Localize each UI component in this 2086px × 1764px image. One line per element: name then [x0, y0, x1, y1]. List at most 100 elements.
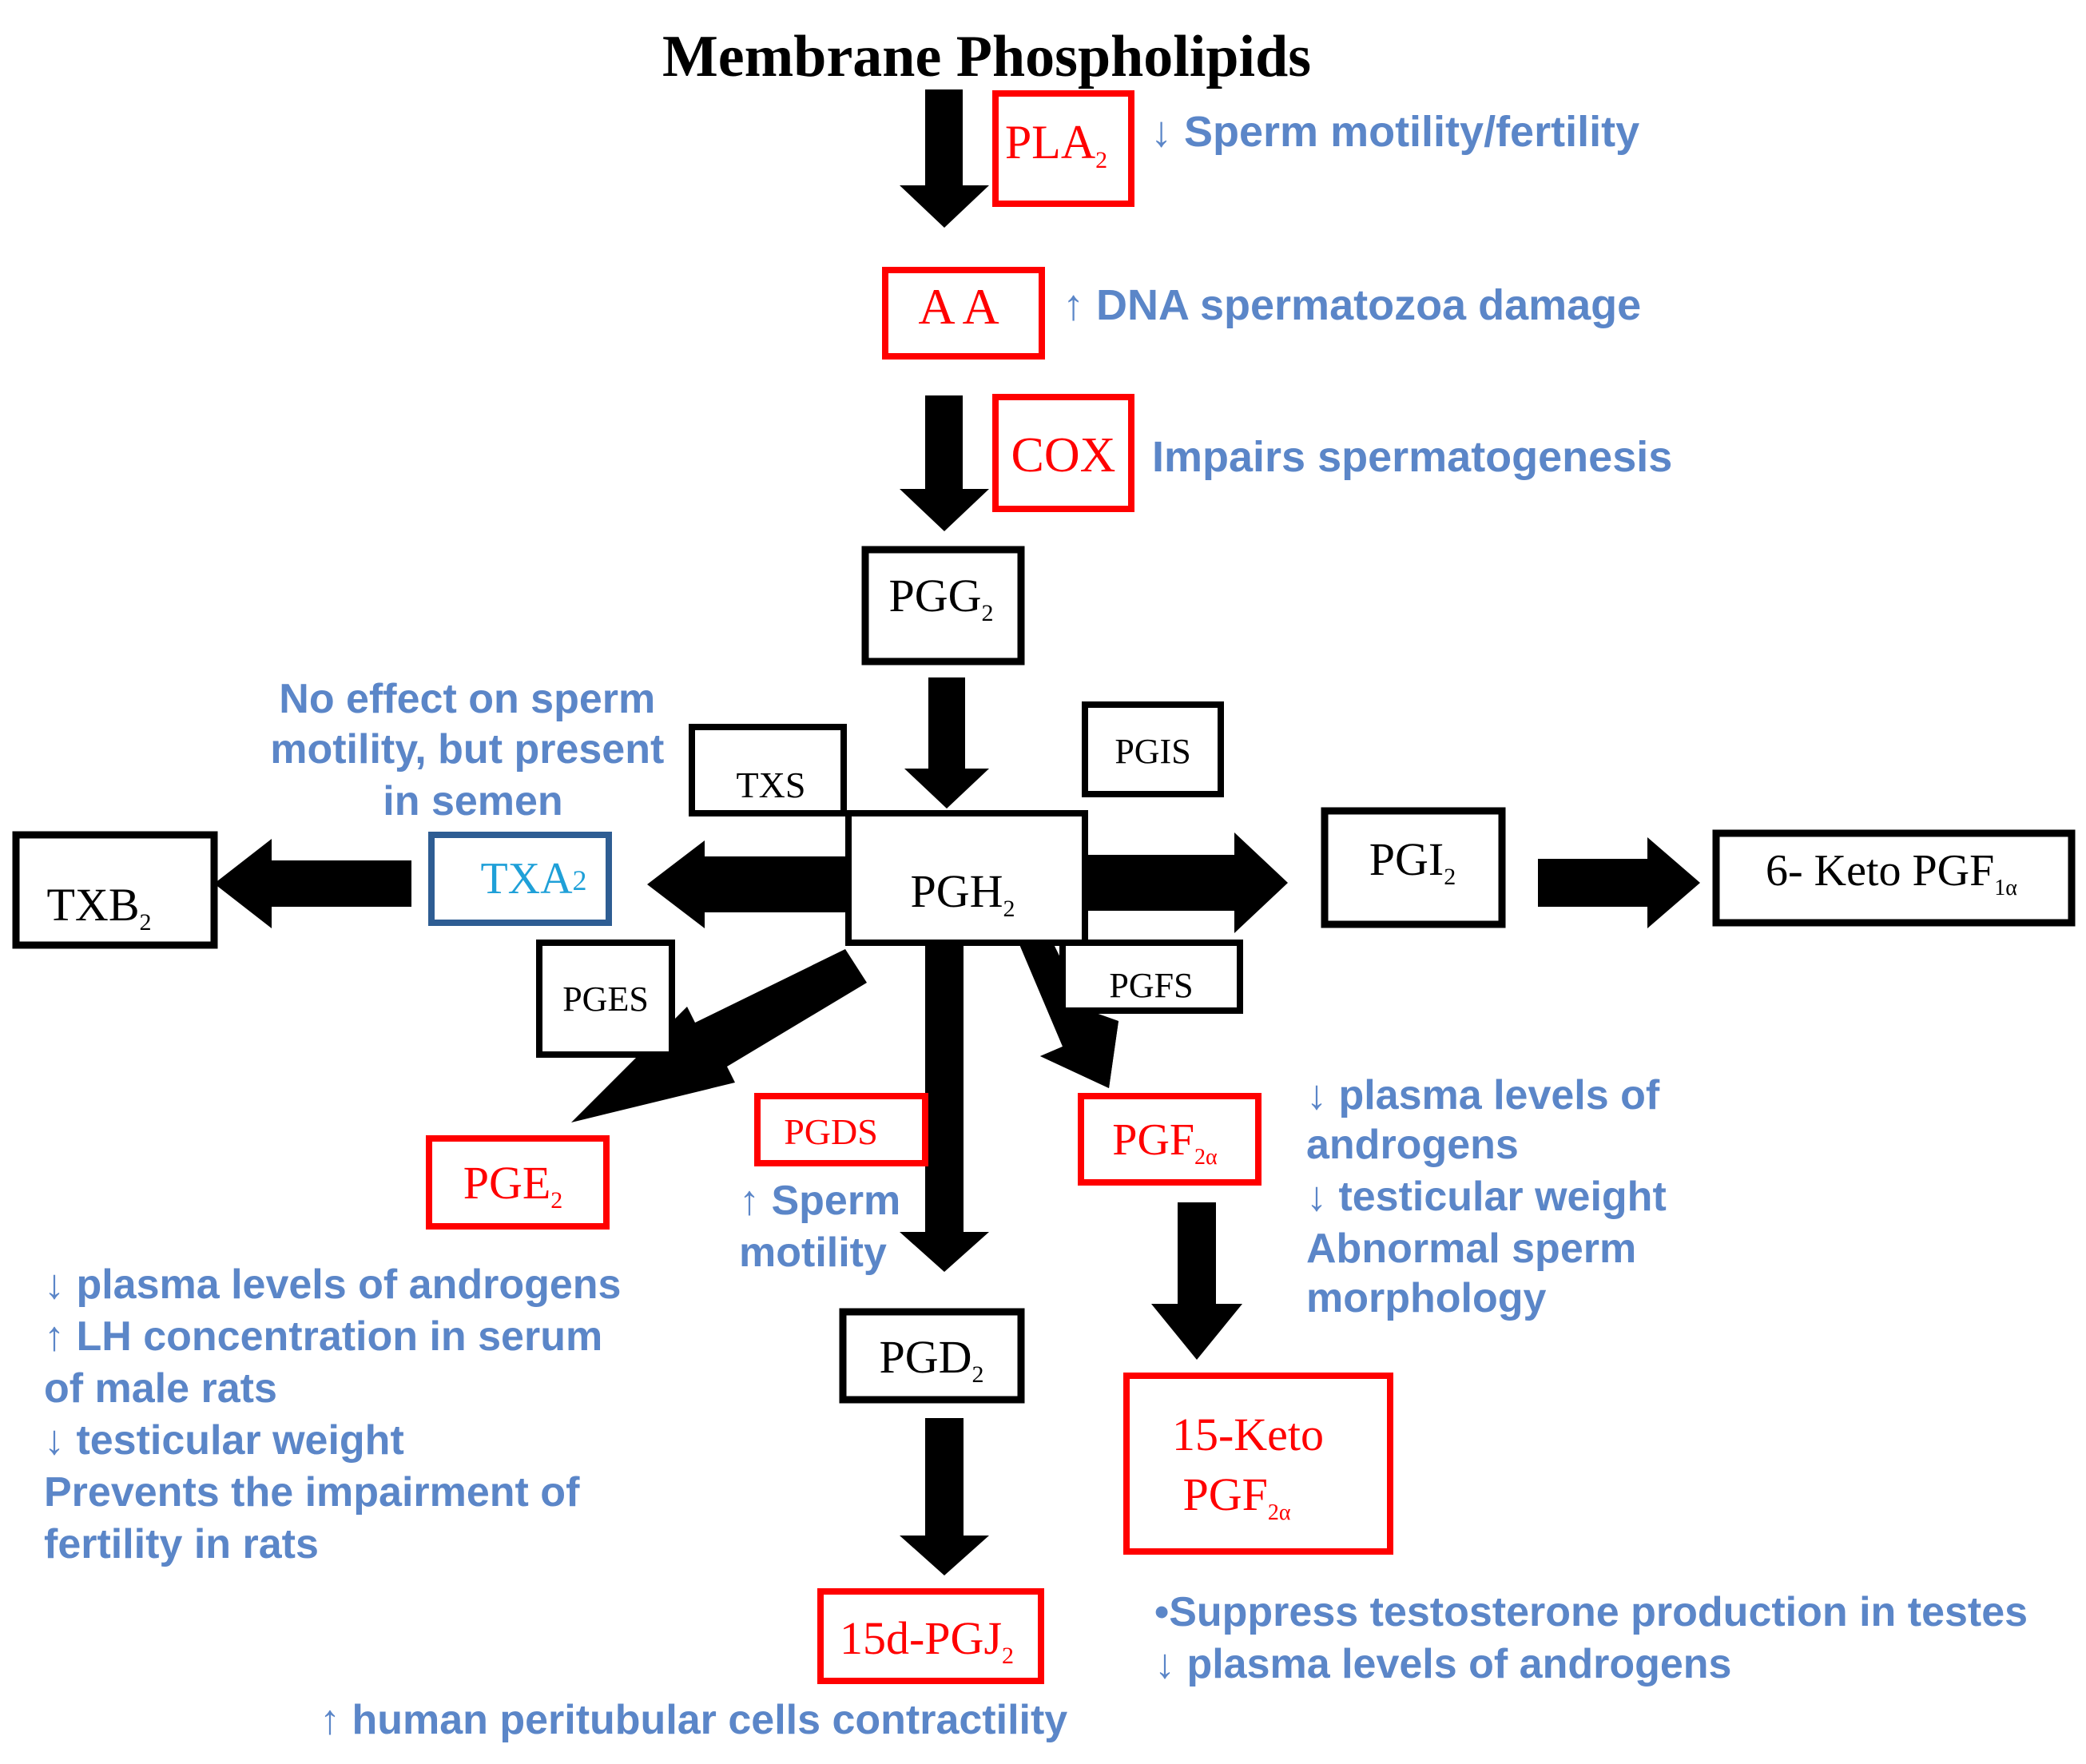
- node-txb2-subscript: 2: [140, 909, 152, 936]
- note-pge2-line2: ↑ LH concentration in serum: [44, 1313, 602, 1360]
- node-pla2-label: PLA: [1005, 116, 1095, 169]
- node-pgi2: PGI2: [1321, 807, 1506, 928]
- note-txa2-line2: motility, but present: [270, 726, 664, 773]
- note-pla2: ↓ Sperm motility/fertility: [1150, 108, 1639, 156]
- node-6-keto-pgf1a: 6- Keto PGF1α: [1712, 829, 2076, 927]
- svg-text:PGE2: PGE2: [463, 1157, 563, 1214]
- note-pgf2a-line1: ↓ plasma levels of: [1306, 1072, 1660, 1118]
- note-pgf2a-line5: morphology: [1306, 1275, 1547, 1321]
- note-pgds-line2: motility: [739, 1230, 887, 1276]
- node-pgd2-label: PGD: [879, 1331, 971, 1383]
- svg-text:PGI2: PGI2: [1369, 833, 1456, 890]
- arrow-pgi2-to-6keto: [1538, 837, 1700, 928]
- arrow-pgh2-to-txa2: [647, 840, 848, 928]
- note-pgds-line1: ↑ Sperm: [739, 1178, 900, 1224]
- node-pgg2-subscript: 2: [982, 600, 994, 626]
- svg-text:•Suppress testosterone product: •Suppress testosterone production in tes…: [1154, 1589, 2040, 1687]
- node-aa-label: A A: [918, 278, 999, 335]
- svg-text:↑ Sperm motility: ↑ Sperm motility: [739, 1178, 912, 1276]
- note-pge2-line3: of male rats: [44, 1365, 277, 1412]
- node-pgi2-label: PGI: [1369, 833, 1444, 885]
- node-pgis-label: PGIS: [1115, 732, 1190, 771]
- arrow-pgh2-to-pgf2a-head: [1040, 1008, 1118, 1088]
- node-pge2: PGE2: [426, 1135, 610, 1230]
- node-txs: TXS: [689, 724, 847, 816]
- node-txs-label: TXS: [737, 765, 806, 805]
- node-pgfs: PGFS: [1059, 940, 1243, 1014]
- diagram-title: Membrane Phospholipids: [662, 24, 1311, 89]
- arrow-pgh2-to-pgi2: [1085, 832, 1288, 933]
- node-pgf2a: PGF2α: [1078, 1093, 1262, 1186]
- node-txb2: TXB2: [12, 831, 218, 949]
- node-pla2-subscript: 2: [1095, 147, 1107, 173]
- note-pgf2a-line4: Abnormal sperm: [1306, 1226, 1636, 1272]
- svg-text:PGF2α: PGF2α: [1182, 1468, 1290, 1525]
- svg-text:PGG2: PGG2: [888, 570, 993, 626]
- svg-text:6- Keto PGF1α: 6- Keto PGF1α: [1766, 846, 2017, 900]
- node-pges-label: PGES: [562, 979, 649, 1019]
- node-15-keto-line2: PGF: [1182, 1468, 1267, 1520]
- svg-text:PGF2α: PGF2α: [1112, 1115, 1218, 1170]
- node-pgis: PGIS: [1082, 701, 1224, 797]
- node-15-keto-line1: 15-Keto: [1172, 1408, 1324, 1460]
- arrow-aa-to-pgg2: [900, 395, 989, 531]
- note-15keto-line2: ↓ plasma levels of androgens: [1154, 1641, 1731, 1687]
- note-pgf2a-line3: ↓ testicular weight: [1306, 1174, 1667, 1220]
- note-pge2-line6: fertility in rats: [44, 1521, 319, 1567]
- svg-text:TXA2: TXA2: [480, 854, 586, 904]
- arrow-pgh2-to-pgd2: [900, 943, 989, 1272]
- node-pgds: PGDS: [754, 1093, 928, 1166]
- node-15-keto-pgf2a: 15-Keto PGF2α: [1123, 1373, 1393, 1555]
- note-pge2-line5: Prevents the impairment of: [44, 1469, 580, 1516]
- node-txa2-label: TXA: [480, 854, 573, 904]
- arrow-pgf2a-to-15keto: [1151, 1202, 1242, 1360]
- svg-text:PGH2: PGH2: [910, 865, 1015, 922]
- note-txa2-line1: No effect on sperm: [279, 676, 655, 722]
- node-15d-pgj2-subscript: 2: [1002, 1643, 1014, 1669]
- node-pgfs-label: PGFS: [1109, 966, 1193, 1005]
- arrow-pgh2-to-pge2: [571, 949, 867, 1122]
- note-cox: Impairs spermatogenesis: [1152, 433, 1672, 481]
- node-pgg2-label: PGG: [888, 570, 981, 622]
- note-15keto-line1: •Suppress testosterone production in tes…: [1154, 1589, 2028, 1635]
- note-pge2-line1: ↓ plasma levels of androgens: [44, 1261, 621, 1308]
- svg-text:↓ plasma levels of androgens: ↓ plasma levels of androgens ↑ LH concen…: [44, 1261, 633, 1567]
- node-pgds-label: PGDS: [784, 1111, 878, 1152]
- node-15d-pgj2: 15d-PGJ2: [817, 1588, 1044, 1684]
- arrow-pgd2-to-pgj2: [900, 1418, 989, 1575]
- arrow-phospholipids-to-aa: [900, 89, 989, 228]
- note-txa2-line3: in semen: [383, 778, 562, 824]
- svg-text:↓ plasma levels of androge: ↓ plasma levels of androgens ↓ testicula…: [1306, 1072, 1678, 1321]
- node-pgd2: PGD2: [839, 1308, 1025, 1404]
- node-15-keto-subscript: 2α: [1268, 1500, 1291, 1525]
- node-pla2: PLA2: [992, 90, 1134, 207]
- svg-text:TXB2: TXB2: [47, 879, 152, 936]
- node-pgh2: PGH2: [845, 810, 1088, 946]
- node-pgh2-label: PGH: [910, 865, 1003, 917]
- node-pgg2: PGG2: [861, 546, 1025, 665]
- note-15d-pgj2: ↑ human peritubular cells contractility: [320, 1697, 1067, 1743]
- svg-text:15d-PGJ2: 15d-PGJ2: [840, 1612, 1014, 1669]
- node-pgd2-subscript: 2: [972, 1361, 984, 1388]
- node-pgh2-subscript: 2: [1003, 896, 1015, 922]
- note-aa: ↑ DNA spermatozoa damage: [1063, 281, 1641, 329]
- node-txa2-subscript: 2: [573, 864, 587, 896]
- arrow-txa2-to-txb2: [214, 839, 411, 928]
- note-pgf2a-line2: androgens: [1306, 1122, 1519, 1168]
- node-txb2-label: TXB: [47, 879, 140, 931]
- svg-text:No effect on sperm motilit: No effect on sperm motility, but present…: [270, 676, 676, 824]
- arrow-pgg2-to-pgh2: [904, 677, 989, 808]
- node-aa: A A: [882, 267, 1045, 360]
- node-pgf2a-label: PGF: [1112, 1115, 1194, 1165]
- node-15d-pgj2-label: 15d-PGJ: [840, 1612, 1002, 1664]
- node-6-keto-label: 6- Keto PGF: [1766, 846, 1994, 896]
- svg-text:PGD2: PGD2: [879, 1331, 983, 1388]
- node-cox: COX: [992, 394, 1134, 512]
- note-pge2-line4: ↓ testicular weight: [44, 1417, 404, 1464]
- node-pgf2a-subscript: 2α: [1194, 1145, 1218, 1170]
- node-txa2: TXA2: [428, 832, 612, 926]
- node-pge2-subscript: 2: [550, 1187, 562, 1214]
- svg-text:PLA2: PLA2: [1005, 116, 1107, 173]
- node-pge2-label: PGE: [463, 1157, 551, 1209]
